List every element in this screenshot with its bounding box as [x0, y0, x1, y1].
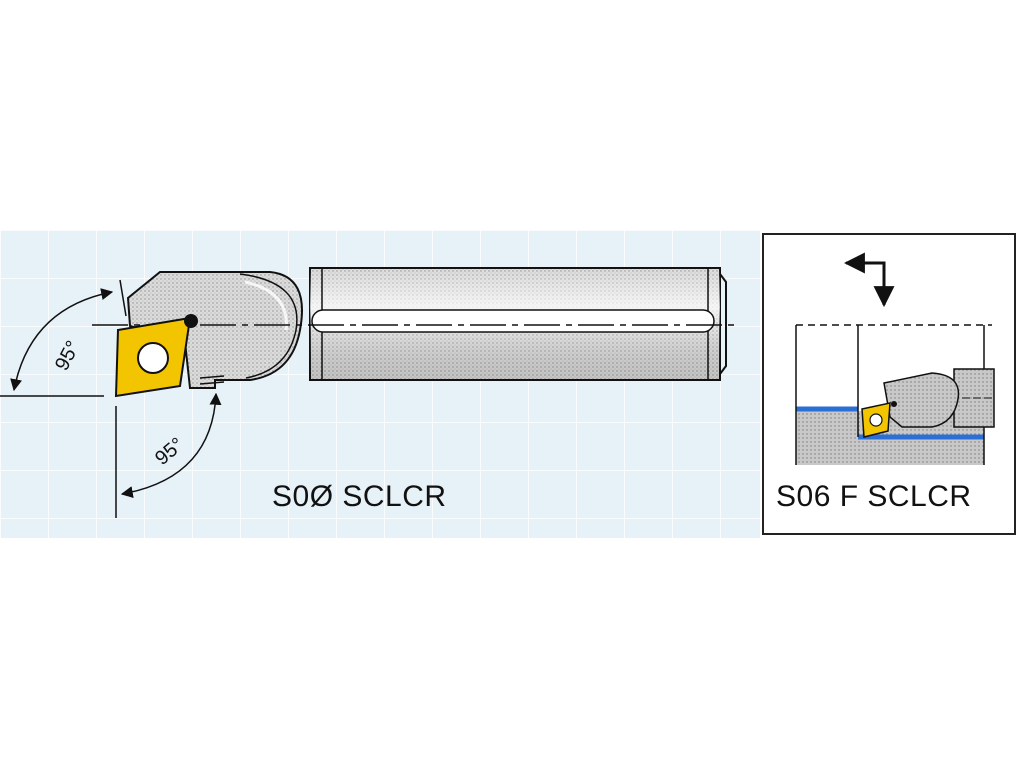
shank [309, 267, 727, 381]
tool-head [126, 271, 303, 389]
dimension-lines [0, 279, 225, 518]
angle-label-bottom: 95° [151, 434, 188, 470]
inset-drawing [795, 252, 995, 465]
inset-tool [861, 368, 995, 438]
inset-code: S06 F SCLCR [776, 480, 972, 513]
main-diagram-code: S0Ø SCLCR [272, 480, 447, 513]
angle-label-top: 95° [51, 337, 85, 374]
feed-direction-icon [843, 252, 895, 308]
insert [114, 314, 198, 398]
workpiece [795, 324, 992, 465]
boring-bar-drawing: 95° 95° [0, 267, 740, 518]
